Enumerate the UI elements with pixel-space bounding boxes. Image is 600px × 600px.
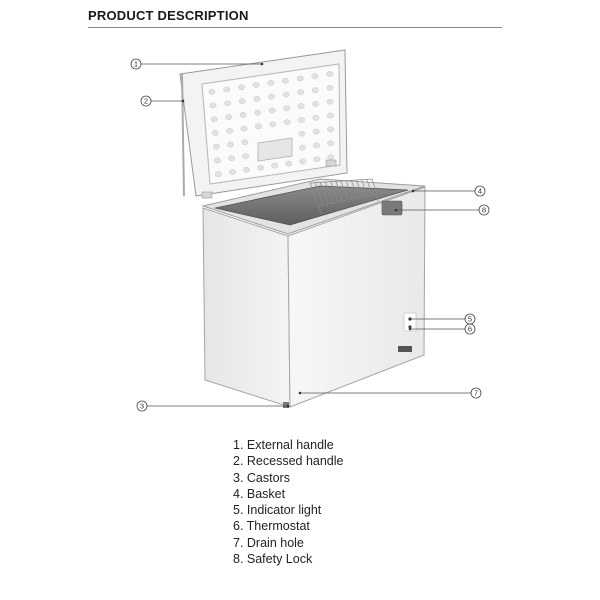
- hinge-right: [325, 159, 337, 167]
- lid-dimple-pattern: [208, 71, 335, 177]
- legend-item: 8. Safety Lock: [233, 552, 313, 567]
- callout-anchor-dot: [394, 208, 398, 212]
- callout-number: 1: [134, 60, 138, 69]
- callout-anchor-dot: [298, 391, 302, 395]
- callout-number: 2: [144, 97, 148, 106]
- callout-anchor-dot: [408, 327, 412, 331]
- callout-circle: [478, 204, 490, 216]
- callout-circle: [474, 185, 486, 197]
- drain-hole-cap: [283, 402, 289, 408]
- callout-number: 6: [468, 325, 472, 334]
- callout-circle: [464, 323, 476, 335]
- legend-item: 1. External handle: [233, 438, 334, 452]
- callout-anchor-dot: [411, 189, 415, 193]
- freezer-interior: [214, 185, 409, 226]
- callout-circle: [130, 58, 142, 70]
- page-title: PRODUCT DESCRIPTION: [88, 8, 249, 23]
- callout-anchor-dot: [408, 317, 412, 321]
- cabinet: [201, 178, 426, 408]
- callout-circle: [136, 400, 148, 412]
- hinge-left: [201, 191, 213, 199]
- callout-circle: [470, 387, 482, 399]
- callout-anchor-dot: [181, 99, 185, 103]
- title-divider: [88, 27, 502, 28]
- callout-number: 3: [140, 402, 144, 411]
- callout-layer: 1 2 4 8 56 3 7: [130, 58, 490, 412]
- control-panel: [403, 312, 417, 332]
- legend-item: 3. Castors: [233, 470, 290, 485]
- callout-number: 8: [482, 206, 486, 215]
- legend-item: 4. Basket: [233, 486, 286, 501]
- legend-item: 2. Recessed handle: [233, 454, 344, 469]
- lid: [179, 49, 348, 197]
- thermostat-knob: [408, 325, 412, 329]
- callout-number: 5: [468, 315, 472, 324]
- legend-item: 6. Thermostat: [233, 519, 310, 534]
- callout-circle: [140, 95, 152, 107]
- legend-item: 7. Drain hole: [233, 535, 304, 550]
- legend-item: 5. Indicator light: [233, 503, 322, 518]
- safety-lock: [381, 200, 403, 216]
- callout-anchor-dot: [286, 404, 290, 408]
- callout-anchor-dot: [260, 62, 264, 66]
- callout-number: 4: [478, 187, 482, 196]
- callout-number: 7: [474, 389, 478, 398]
- basket: [309, 178, 379, 215]
- castor-front-right: [398, 346, 412, 352]
